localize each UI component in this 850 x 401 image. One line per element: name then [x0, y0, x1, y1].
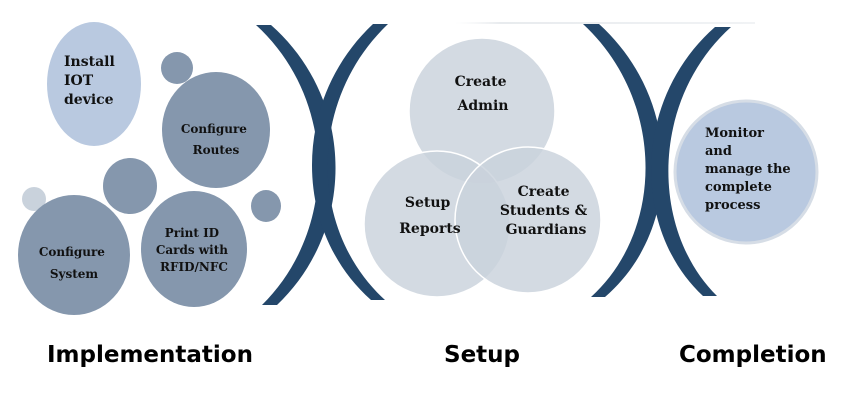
implementation-bubbles: Install IOT device Configure Routes Conf… — [18, 22, 281, 315]
create-students-circle — [454, 146, 602, 294]
implementation-label: Implementation — [47, 342, 253, 368]
setup-label: Setup — [444, 342, 520, 368]
configure-system-node: Configure System — [18, 195, 130, 315]
configure-routes-node: Configure Routes — [162, 72, 270, 188]
print-id-cards-text: Print ID Cards with RFID/NFC — [156, 226, 232, 274]
configure-routes-text: Configure Routes — [181, 122, 251, 157]
install-iot-text: Install IOT device — [64, 54, 120, 108]
top-divider-line — [455, 22, 755, 24]
bracket-close-2 — [583, 24, 663, 297]
completion-label: Completion — [679, 342, 827, 368]
setup-reports-text: Setup Reports — [399, 195, 461, 237]
create-students-text: Create Students & Guardians — [500, 184, 592, 238]
medium-bubble — [103, 158, 157, 214]
small-bubble-top — [161, 52, 193, 84]
print-id-cards-node: Print ID Cards with RFID/NFC — [141, 191, 247, 307]
monitor-text: Monitor and manage the complete process — [705, 126, 795, 213]
bracket-open-1 — [311, 24, 388, 300]
bracket-open-2 — [651, 27, 731, 296]
small-bubble-left — [22, 187, 46, 211]
setup-venn: Create Admin Setup Reports Create Studen… — [363, 37, 602, 298]
configure-system-text: Configure System — [39, 245, 109, 281]
small-bubble-right — [251, 190, 281, 222]
monitor-node: Monitor and manage the complete process — [673, 99, 819, 245]
bracket-close-1 — [256, 25, 336, 305]
install-iot-node: Install IOT device — [47, 22, 141, 146]
create-admin-text: Create Admin — [455, 74, 512, 114]
brackets — [256, 24, 731, 305]
